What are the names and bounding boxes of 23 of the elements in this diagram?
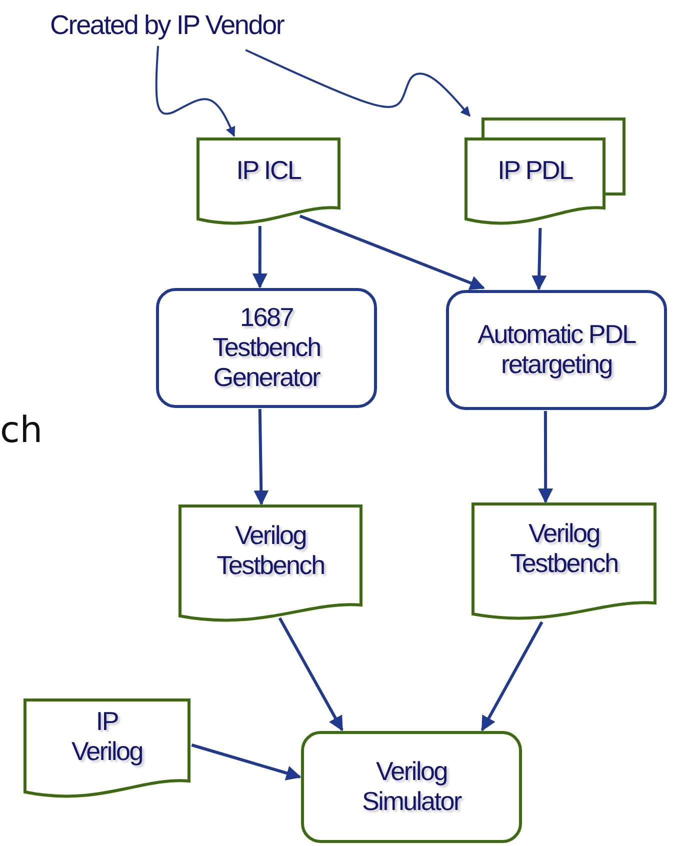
- partial-text: ch: [0, 410, 43, 451]
- arrow: [155, 46, 236, 137]
- node-label: IP Verilog: [70, 707, 144, 767]
- process-box: [301, 731, 522, 843]
- node-label: Verilog Testbench: [216, 521, 326, 581]
- node-label: IP PDL: [498, 156, 572, 186]
- process-box: [156, 288, 377, 408]
- arrow: [252, 226, 268, 288]
- node-label: Created by IP Vendor: [50, 10, 284, 42]
- node-label: IP ICL: [236, 156, 301, 186]
- node-label: Verilog Simulator: [360, 757, 462, 817]
- node-label: Verilog Testbench: [509, 519, 619, 579]
- arrow: [245, 49, 471, 117]
- arrow: [299, 214, 485, 290]
- arrow: [254, 408, 269, 506]
- arrow: [532, 228, 547, 290]
- arrow: [538, 411, 554, 504]
- arrow: [191, 744, 302, 780]
- arrow: [480, 621, 544, 732]
- process-box: [446, 290, 667, 410]
- arrow: [278, 617, 344, 732]
- node-label: 1687 Testbench Generator: [212, 303, 322, 393]
- node-label: Automatic PDL retargeting: [476, 320, 637, 380]
